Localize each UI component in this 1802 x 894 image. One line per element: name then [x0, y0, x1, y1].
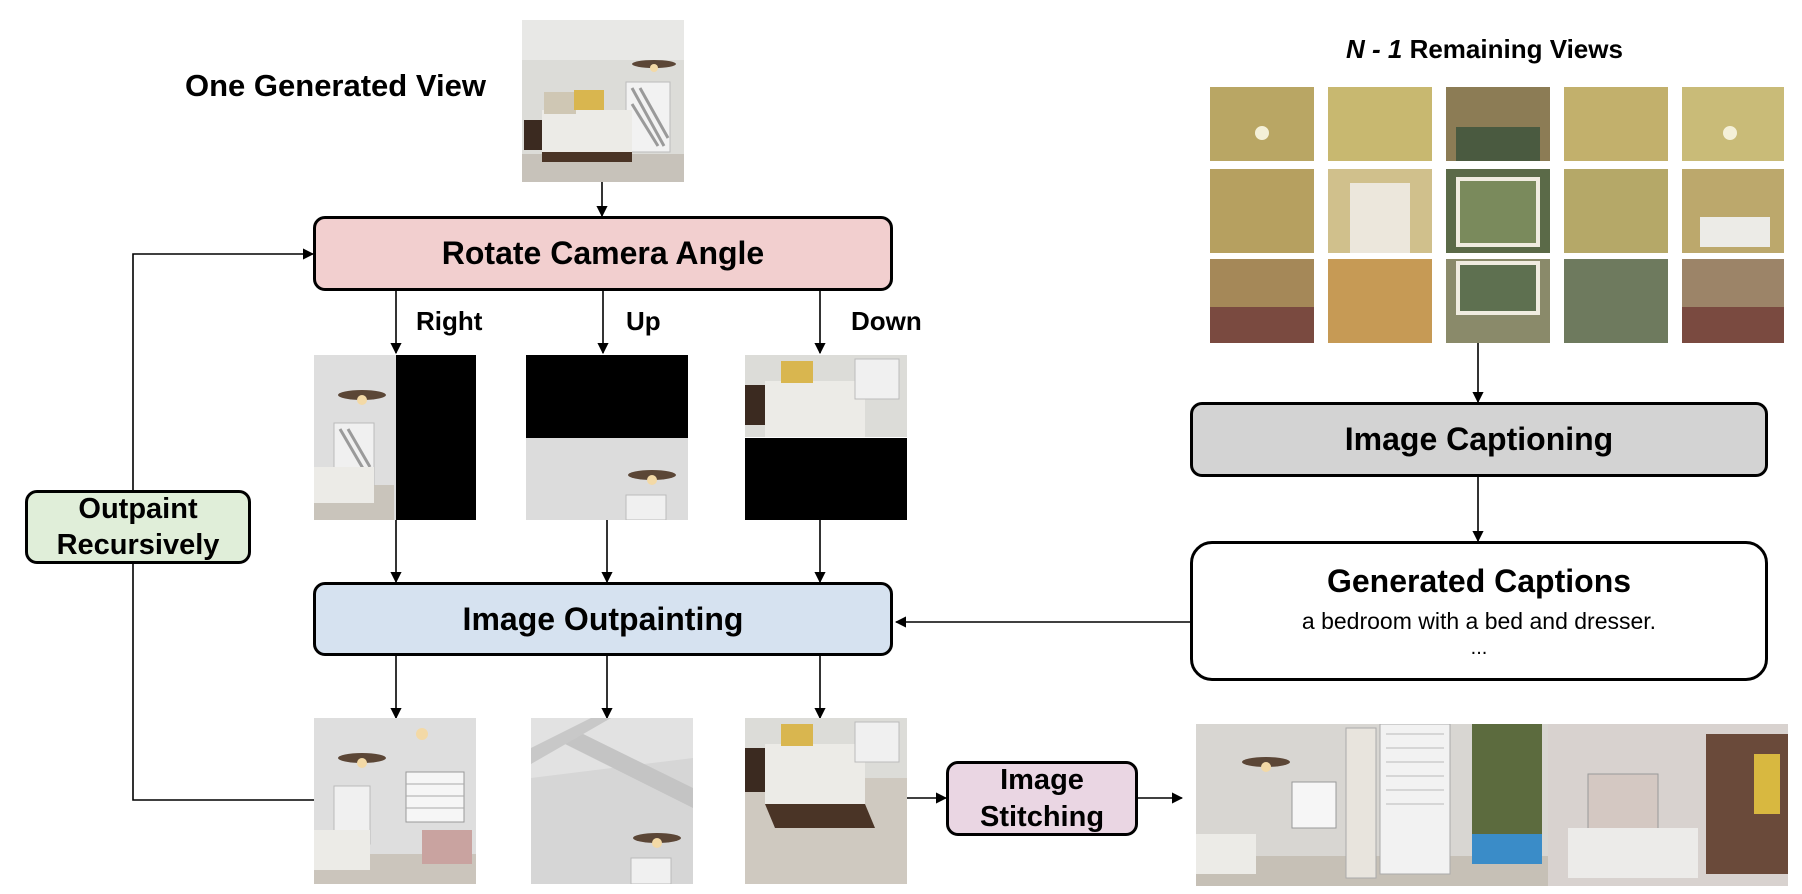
direction-down-label: Down: [851, 306, 922, 336]
stitched-panorama-image: [1196, 724, 1788, 886]
view-row-2: [1210, 169, 1784, 253]
outpainted-right-image: [314, 718, 476, 884]
remaining-views-text: Remaining Views: [1402, 34, 1623, 64]
outpainted-up-image: [531, 718, 693, 884]
generated-view-image: [522, 20, 684, 182]
direction-right-label: Right: [416, 306, 483, 336]
remaining-views-title: N - 1 Remaining Views: [1346, 34, 1623, 65]
remaining-views-count: N - 1: [1346, 34, 1403, 64]
one-generated-view-title: One Generated View: [185, 68, 486, 103]
image-captioning-box: Image Captioning: [1190, 402, 1768, 477]
rotate-camera-angle-label: Rotate Camera Angle: [441, 235, 765, 271]
view-row-1: [1210, 87, 1784, 161]
image-outpainting-box: Image Outpainting: [313, 582, 893, 656]
caption-ellipsis: ...: [1470, 636, 1488, 659]
direction-up-label: Up: [626, 306, 661, 336]
rotate-up-masked-image: [526, 355, 688, 520]
rotate-camera-angle-box: Rotate Camera Angle: [313, 216, 893, 291]
remaining-views-grid: [1210, 87, 1784, 348]
image-stitching-label: Image Stitching: [979, 764, 1105, 833]
rotate-down-masked-image: [745, 355, 907, 520]
outpainted-down-image: [745, 718, 907, 884]
image-outpainting-label: Image Outpainting: [462, 600, 744, 637]
rotate-right-masked-image: [314, 355, 476, 520]
generated-captions-title: Generated Captions: [1326, 562, 1632, 599]
view-row-3: [1210, 259, 1784, 343]
outpaint-recursively-label: Outpaint Recursively: [56, 492, 220, 561]
caption-example: a bedroom with a bed and dresser.: [1301, 607, 1657, 634]
image-captioning-label: Image Captioning: [1344, 421, 1614, 457]
image-stitching-box: Image Stitching: [946, 761, 1138, 836]
generated-captions-box: Generated Captions a bedroom with a bed …: [1190, 541, 1768, 681]
outpaint-recursively-box: Outpaint Recursively: [25, 490, 251, 564]
